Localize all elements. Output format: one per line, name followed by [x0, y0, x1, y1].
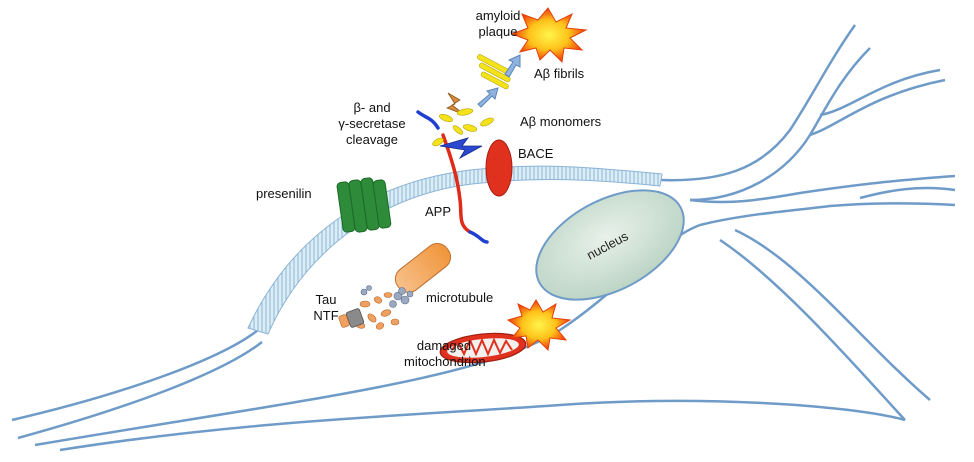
label-mitochondrion: damaged mitochondrion — [404, 338, 504, 370]
amyloid-plaque-burst — [510, 7, 588, 64]
label-plaque: plaque — [478, 24, 518, 39]
label-secretase-line1: β- and — [353, 100, 391, 115]
abeta-monomers — [432, 108, 494, 147]
process-arrows — [477, 54, 521, 108]
bace-enzyme — [485, 139, 513, 197]
label-app: APP — [425, 204, 452, 219]
microtubule — [389, 243, 452, 308]
label-tau: Tau — [315, 292, 337, 307]
label-presenilin: presenilin — [256, 186, 312, 201]
label-secretase-cleavage: β- and γ-secretase cleavage — [322, 100, 422, 148]
app-protein — [416, 110, 489, 244]
tau-fragments — [354, 292, 400, 330]
label-damaged: damaged — [416, 338, 472, 353]
label-bace: BACE — [518, 146, 554, 161]
tau-ntf-block — [338, 285, 372, 328]
presenilin-protein — [336, 177, 392, 233]
label-amyloid: amyloid — [475, 8, 521, 23]
nucleus — [535, 189, 685, 301]
label-ntf: NTF — [313, 308, 339, 323]
abeta-fibrils — [477, 54, 511, 90]
label-secretase-line3: cleavage — [345, 132, 399, 147]
label-abeta-fibrils: Aβ fibrils — [534, 66, 585, 81]
label-tau-ntf: Tau NTF — [308, 292, 344, 324]
label-mitochondrion-word: mitochondrion — [404, 354, 486, 369]
neuron-outline — [11, 24, 956, 452]
mitochondrion-burst — [506, 299, 572, 352]
label-amyloid-plaque: amyloid plaque — [462, 8, 534, 40]
mitochondrion — [439, 332, 527, 364]
label-secretase-line2: γ-secretase — [338, 116, 406, 131]
label-abeta-monomers: Aβ monomers — [520, 114, 602, 129]
label-microtubule: microtubule — [426, 290, 494, 305]
